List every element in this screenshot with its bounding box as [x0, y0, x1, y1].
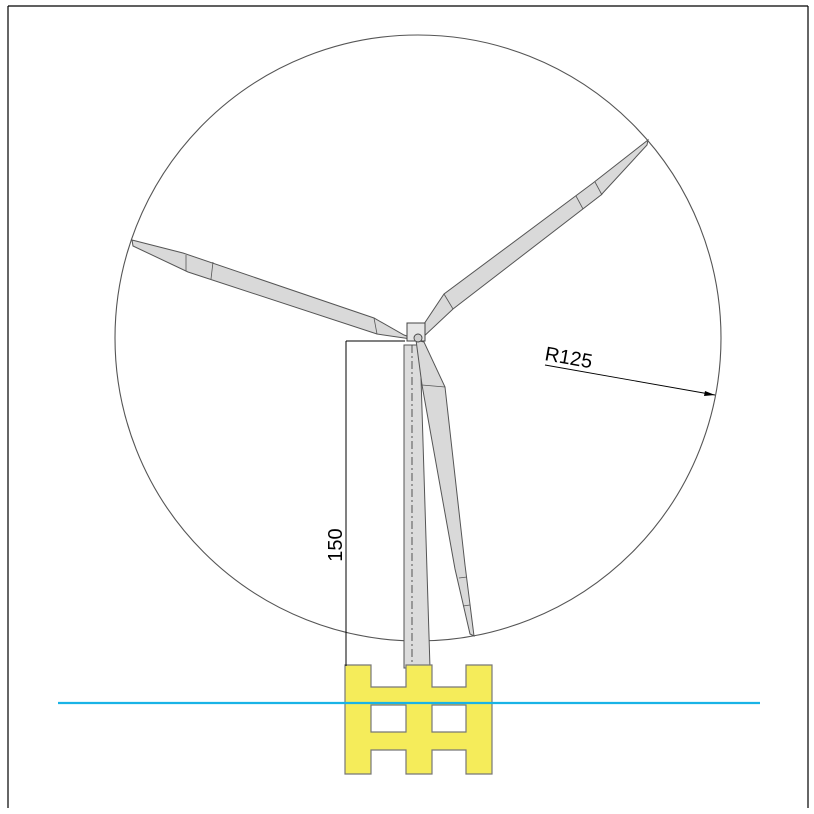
blade-upper-right — [417, 138, 649, 341]
hub — [413, 333, 423, 343]
rotor-radius-label: R125 — [543, 343, 594, 373]
floating-platform — [344, 664, 493, 775]
drawing-frame — [7, 5, 809, 808]
rotor-blades — [131, 138, 649, 637]
hub-height-dimension: 150 — [325, 340, 405, 666]
blade-lower — [415, 339, 475, 637]
hub-height-label: 150 — [325, 528, 347, 561]
rotor-radius-dimension: R125 — [543, 343, 716, 396]
